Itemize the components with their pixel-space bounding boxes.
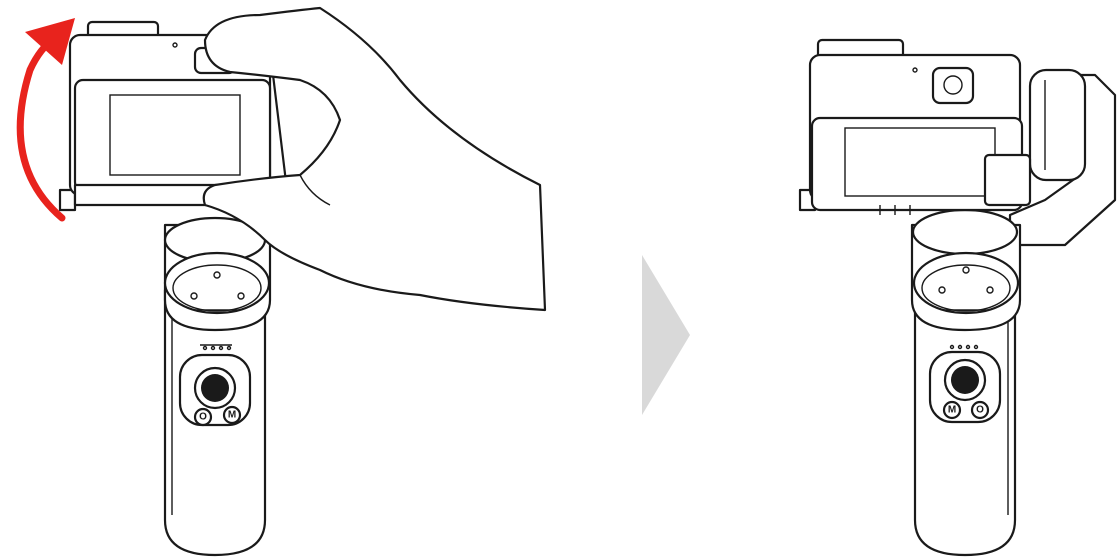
right-panel: M O <box>800 40 1115 555</box>
rotation-arrow <box>20 18 75 218</box>
triangle-right-icon <box>642 255 690 415</box>
mode-button-left-label: M <box>228 410 236 421</box>
curved-arrow-icon <box>20 38 62 218</box>
gimbal-handle-right <box>912 210 1020 555</box>
camera-right <box>800 40 1030 215</box>
next-step-indicator <box>642 255 690 415</box>
power-button-left-label: O <box>199 412 207 423</box>
left-panel: O M <box>20 8 545 555</box>
mode-button-right-label: M <box>948 405 956 416</box>
gimbal-handle-left <box>165 218 270 555</box>
power-button-right-label: O <box>976 405 984 416</box>
